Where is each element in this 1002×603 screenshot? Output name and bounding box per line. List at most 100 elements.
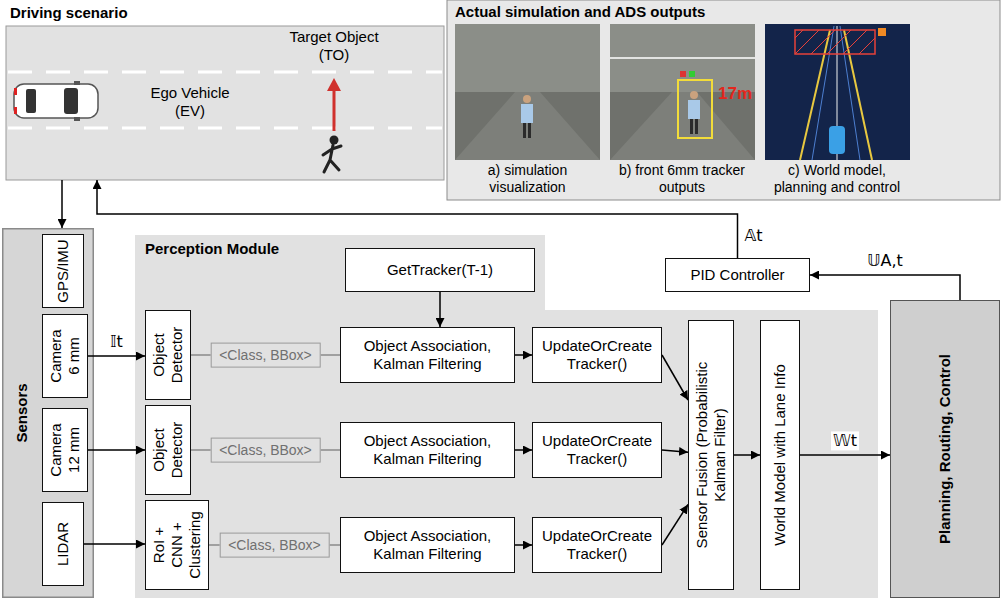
person-leg	[690, 118, 693, 134]
route-line	[840, 26, 860, 160]
region-outline	[135, 235, 878, 598]
fusion-box: Sensor Fusion (Probabilistic Kalman Filt…	[688, 320, 734, 590]
tracker-marker	[689, 71, 695, 77]
signal-label: 𝕎t	[831, 431, 859, 450]
obstacle-zone	[795, 30, 875, 54]
car-mirror	[74, 117, 80, 121]
person-head	[690, 91, 698, 99]
label-holder: c) World model, planning and control	[767, 162, 907, 196]
group-heading: Perception Module	[145, 240, 868, 258]
image-caption: b) front 6mm tracker outputs	[617, 162, 747, 196]
box-label: GPS/IMU	[54, 238, 72, 304]
flow-arrow	[810, 275, 960, 300]
flow-arrow	[61, 180, 63, 228]
person-shirt	[521, 104, 533, 123]
flow-arrow	[84, 543, 145, 545]
box-label: Camera 12 mm	[47, 421, 83, 479]
person-head	[523, 95, 531, 103]
box-label: Object Detector	[150, 316, 186, 394]
flow-arrow	[88, 355, 145, 357]
box-label: UpdateOrCreate Tracker()	[538, 432, 656, 468]
box-label: World Model with Lane Info	[771, 335, 789, 575]
label-holder: Ego Vehicle (EV)	[140, 84, 240, 120]
box-label: RoI + CNN + Clustering	[150, 511, 204, 579]
panel-ground	[447, 0, 1000, 200]
flow-arrow	[515, 354, 532, 356]
flow-arrow	[662, 450, 688, 452]
sensor-box: GPS/IMU	[42, 234, 84, 308]
sensor-box: LIDAR	[42, 502, 84, 586]
ego-car	[829, 126, 845, 154]
motion-arrow-head	[327, 78, 341, 91]
label-holder: <Class, BBox>	[219, 533, 330, 558]
signal-label: 𝔸t	[742, 226, 764, 245]
data-label: <Class, BBox>	[210, 438, 321, 463]
route-line	[812, 26, 834, 160]
lane-line	[8, 127, 442, 130]
signal-label: 𝕌A,t	[865, 251, 905, 270]
label-holder: 𝕎t	[831, 431, 859, 450]
label-holder: <Class, BBox>	[210, 438, 321, 463]
signal-label: 𝕀t	[108, 332, 125, 351]
flow-arrow	[439, 292, 441, 327]
pedestrian-body	[323, 145, 341, 172]
label-holder: Target Object (TO)	[279, 28, 389, 64]
person-shirt	[688, 100, 700, 119]
label-holder: 𝕌A,t	[865, 251, 905, 270]
box-label: PID Controller	[690, 266, 784, 284]
label-holder: a) simulation visualization	[457, 162, 598, 196]
label-holder: 𝔸t	[742, 226, 764, 245]
box-label: Object Detector	[150, 411, 186, 489]
detector-box: RoI + CNN + Clustering	[145, 500, 209, 590]
tail-light	[14, 88, 17, 95]
sensor-band: Sensors GPS/IMU Camera 6 mm Camera 12 mm LID…	[2, 228, 94, 598]
lane-line	[8, 71, 442, 74]
process-box: GetTracker(T-1)	[345, 248, 535, 292]
label-holder: 𝕀t	[108, 332, 125, 351]
box-label: LIDAR	[54, 509, 72, 579]
world-model-box: World Model with Lane Info	[760, 320, 800, 590]
box-label: Sensor Fusion (Probabilistic Kalman Filt…	[693, 335, 729, 575]
lane-boundary	[800, 30, 830, 160]
process-box: Object Association, Kalman Filtering	[340, 517, 515, 573]
flow-arrow	[800, 454, 890, 456]
pedestrian-head	[330, 136, 339, 145]
distance-label: 17m	[718, 84, 758, 104]
flow-arrow	[515, 449, 532, 451]
box-label: Object Association, Kalman Filtering	[346, 432, 509, 468]
flow-arrow	[515, 544, 532, 546]
box-label: Object Association, Kalman Filtering	[346, 527, 509, 563]
ground	[455, 92, 600, 160]
person-leg	[528, 122, 531, 138]
detector-box: Object Detector	[145, 310, 191, 400]
label-holder: 17m	[718, 84, 758, 104]
flow-arrow	[662, 355, 688, 400]
vehicle-label: Ego Vehicle (EV)	[140, 84, 240, 120]
horizon-line	[610, 57, 755, 59]
road	[6, 26, 444, 180]
tracker-box	[678, 80, 712, 138]
pedestrian-icon	[323, 136, 341, 173]
motion-arrow	[333, 88, 336, 131]
person-leg	[523, 122, 526, 138]
process-box: UpdateOrCreate Tracker()	[532, 422, 662, 478]
road-scene	[6, 26, 444, 180]
sensor-box: Camera 6 mm	[42, 314, 88, 398]
obstacle-hatch	[795, 30, 875, 54]
flow-arrow	[734, 454, 760, 456]
flow-arrow	[662, 505, 688, 546]
process-box: Object Association, Kalman Filtering	[340, 327, 515, 383]
sky	[610, 24, 755, 92]
group-heading: Driving scenario	[10, 4, 440, 22]
box-label: GetTracker(T-1)	[387, 261, 493, 279]
group-heading: Actual simulation and ADS outputs	[455, 3, 992, 21]
data-label: <Class, BBox>	[219, 533, 330, 558]
car-mirror	[74, 81, 80, 85]
box-label: UpdateOrCreate Tracker()	[538, 337, 656, 373]
group-heading: Sensors	[13, 373, 31, 453]
image-caption: a) simulation visualization	[457, 162, 598, 196]
box-label: Camera 6 mm	[47, 327, 83, 385]
process-box: UpdateOrCreate Tracker()	[532, 517, 662, 573]
sensor-box: Camera 12 mm	[42, 408, 88, 492]
car-body	[14, 84, 98, 118]
